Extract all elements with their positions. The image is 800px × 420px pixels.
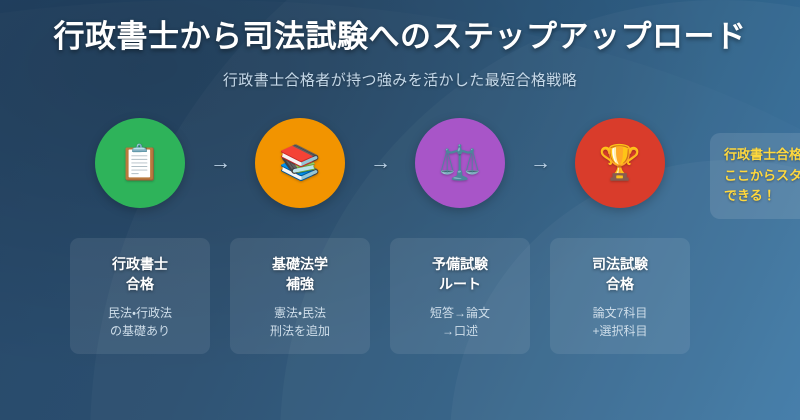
callout-text: 行政書士合格者は ここからスタート できる！ — [724, 147, 800, 204]
step-3-circle: ⚖️ — [415, 118, 505, 208]
step-2-card: 基礎法学 補強 憲法・民法 刑法を追加 — [230, 238, 370, 354]
step-1-circle: 📋 — [95, 118, 185, 208]
step-3: ⚖️ 予備試験 ルート 短答→論文 →口述 — [390, 118, 530, 354]
steps-row: 📋 行政書士 合格 民法・行政法 の基礎あり → 📚 基礎法学 補強 憲法・民法… — [70, 118, 690, 354]
callout-box: 行政書士合格者は ここからスタート できる！ — [710, 133, 800, 219]
page-subtitle: 行政書士合格者が持つ強みを活かした最短合格戦略 — [222, 71, 578, 89]
step-3-card: 予備試験 ルート 短答→論文 →口述 — [390, 238, 530, 354]
arrow-1: → — [210, 151, 231, 174]
step-2-description: 憲法・民法 刑法を追加 — [269, 305, 330, 338]
step-4-card: 司法試験 合格 論文7科目 +選択科目 — [550, 238, 690, 354]
step-3-description: 短答→論文 →口述 — [429, 305, 490, 338]
step-2-circle: 📚 — [255, 118, 345, 208]
step-3-title: 予備試験 ルート — [432, 256, 488, 293]
arrow-3: → — [530, 151, 551, 174]
step-4-description: 論文7科目 +選択科目 — [592, 305, 648, 338]
step-2-title: 基礎法学 補強 — [272, 256, 328, 293]
books-icon: 📚 — [278, 144, 322, 182]
step-4-circle: 🏆 — [575, 118, 665, 208]
balance-scale-icon: ⚖️ — [438, 144, 482, 182]
step-1-title: 行政書士 合格 — [112, 256, 168, 293]
step-4: 🏆 司法試験 合格 論文7科目 +選択科目 — [550, 118, 690, 354]
header: 行政書士から司法試験へのステップアップロード 行政書士合格者が持つ強みを活かした… — [0, 18, 800, 90]
page-title: 行政書士から司法試験へのステップアップロード — [53, 19, 747, 54]
step-4-title: 司法試験 合格 — [592, 256, 648, 293]
arrow-2: → — [370, 151, 391, 174]
step-1: 📋 行政書士 合格 民法・行政法 の基礎あり — [70, 118, 210, 354]
step-1-description: 民法・行政法 の基礎あり — [107, 305, 173, 338]
step-2: 📚 基礎法学 補強 憲法・民法 刑法を追加 — [230, 118, 370, 354]
clipboard-icon: 📋 — [118, 144, 162, 182]
trophy-icon: 🏆 — [598, 144, 642, 182]
step-1-card: 行政書士 合格 民法・行政法 の基礎あり — [70, 238, 210, 354]
